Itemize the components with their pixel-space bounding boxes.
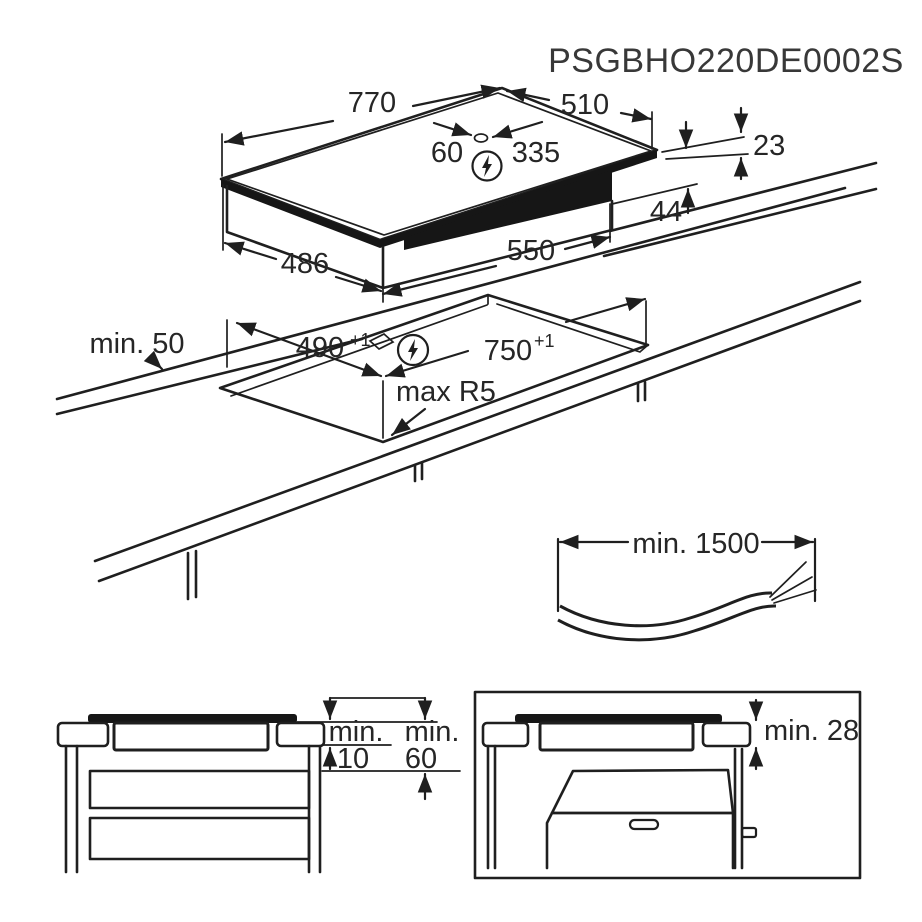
dim-arrow-corner-radius <box>390 407 427 437</box>
dim-line-550-a <box>381 264 498 297</box>
hob-glass-section-2 <box>515 714 722 723</box>
dim-line-486-a <box>223 241 278 261</box>
dim-body-width: 550 <box>507 235 555 267</box>
cable-lower-line <box>557 604 777 642</box>
adjustment-screw <box>740 826 758 839</box>
table-leg-middle <box>413 461 424 483</box>
dim-connection-distance: 335 <box>512 137 560 169</box>
view-frame <box>473 690 862 880</box>
dim-total-depth: 510 <box>561 89 609 121</box>
hob-glass-section <box>88 714 297 723</box>
table-leg-right <box>636 380 647 403</box>
worktop-section-left <box>56 721 110 748</box>
dim-worktop-thickness: min. 28 <box>764 715 859 747</box>
power-cable-view: min. 1500 <box>556 528 817 642</box>
dim-arrow-min50 <box>143 350 164 371</box>
dim-total-width: 770 <box>348 87 396 119</box>
dim-line-510-b <box>619 108 653 123</box>
dim-line-486-b <box>334 275 383 293</box>
dim-line-490 <box>235 321 383 378</box>
cabinet-side-panel-2 <box>733 747 744 870</box>
dim-arrow-335 <box>491 120 544 139</box>
hob-isometric-view: 770 510 60 335 23 44 486 <box>219 84 878 303</box>
cable-wire-ends <box>769 561 817 604</box>
worktop-cutout-view: min. 50 490 +1 750 +1 max R5 <box>55 186 862 601</box>
drawing-title: PSGBHO220DE0002S <box>548 42 904 80</box>
dim-arrow-60 <box>432 121 473 137</box>
ref-line-body-bottom <box>611 183 698 205</box>
dim-gap1-label: min. <box>329 716 384 748</box>
dim-gap2-value: 60 <box>405 743 437 775</box>
worktop-front-bottom-edge <box>97 299 862 583</box>
dim-cutout-width: 750 <box>484 335 532 367</box>
dim-cable-length: min. 1500 <box>632 528 759 560</box>
oven-handle <box>628 818 660 831</box>
dim-line-510-a <box>505 87 551 102</box>
dim-gap1-value: 10 <box>337 743 369 775</box>
worktop-front-top-edge <box>608 161 878 233</box>
dim-height-below: 44 <box>650 196 682 228</box>
dim-connection-offset: 60 <box>431 137 463 169</box>
hob-body-section-2 <box>538 721 695 752</box>
drawer-clearance-view: min. 10 min. 60 <box>56 696 461 874</box>
dim-line-750-a <box>384 349 470 378</box>
worktop-front-bottom-edge <box>602 187 878 258</box>
oven-front-face <box>545 811 735 870</box>
dim-cutout-depth-tolerance: +1 <box>350 330 371 350</box>
cabinet-leg-left-2 <box>486 744 497 870</box>
dim-corner-radius: max R5 <box>396 376 496 408</box>
hob-body-section <box>112 721 270 752</box>
drawer-front-lower <box>88 816 311 861</box>
cable-upper-line <box>559 591 773 628</box>
dim-line-770-a <box>223 119 335 146</box>
cabinet-leg-left <box>64 744 79 874</box>
drawer-front-upper <box>88 769 311 810</box>
hob-glass-inner-rim <box>224 92 654 236</box>
dim-line-770-b <box>411 84 502 108</box>
dim-line-750-b <box>564 297 647 324</box>
hob-body-bottom-edge <box>381 199 614 290</box>
worktop-front-top-edge <box>93 280 862 563</box>
dim-cutout-depth: 490 <box>296 332 344 364</box>
power-connection-icon-cutout <box>396 333 430 367</box>
ref-line-worktop-surface <box>665 153 749 160</box>
glass-edge-band-left <box>221 179 380 248</box>
worktop-section-right <box>275 721 326 748</box>
dim-rear-clearance: min. 50 <box>89 328 184 360</box>
worktop-section-right-2 <box>701 721 752 748</box>
worktop-section-left-2 <box>481 721 530 748</box>
dim-line-550-b <box>563 234 612 251</box>
connection-point-marker <box>473 133 489 143</box>
oven-clearance-view: min. 28 <box>473 690 862 880</box>
dim-height-above: 23 <box>753 130 785 162</box>
connection-box-symbol <box>368 332 395 351</box>
hob-body-front-face <box>404 170 612 250</box>
dim-cutout-width-tolerance: +1 <box>534 331 555 351</box>
table-leg-left <box>186 549 198 601</box>
dim-gap2-label: min. <box>405 716 460 748</box>
worktop-rear-edge <box>55 186 847 401</box>
ref-line-glass-top <box>661 136 745 153</box>
dim-body-depth: 486 <box>281 248 329 280</box>
power-connection-icon <box>471 150 503 182</box>
